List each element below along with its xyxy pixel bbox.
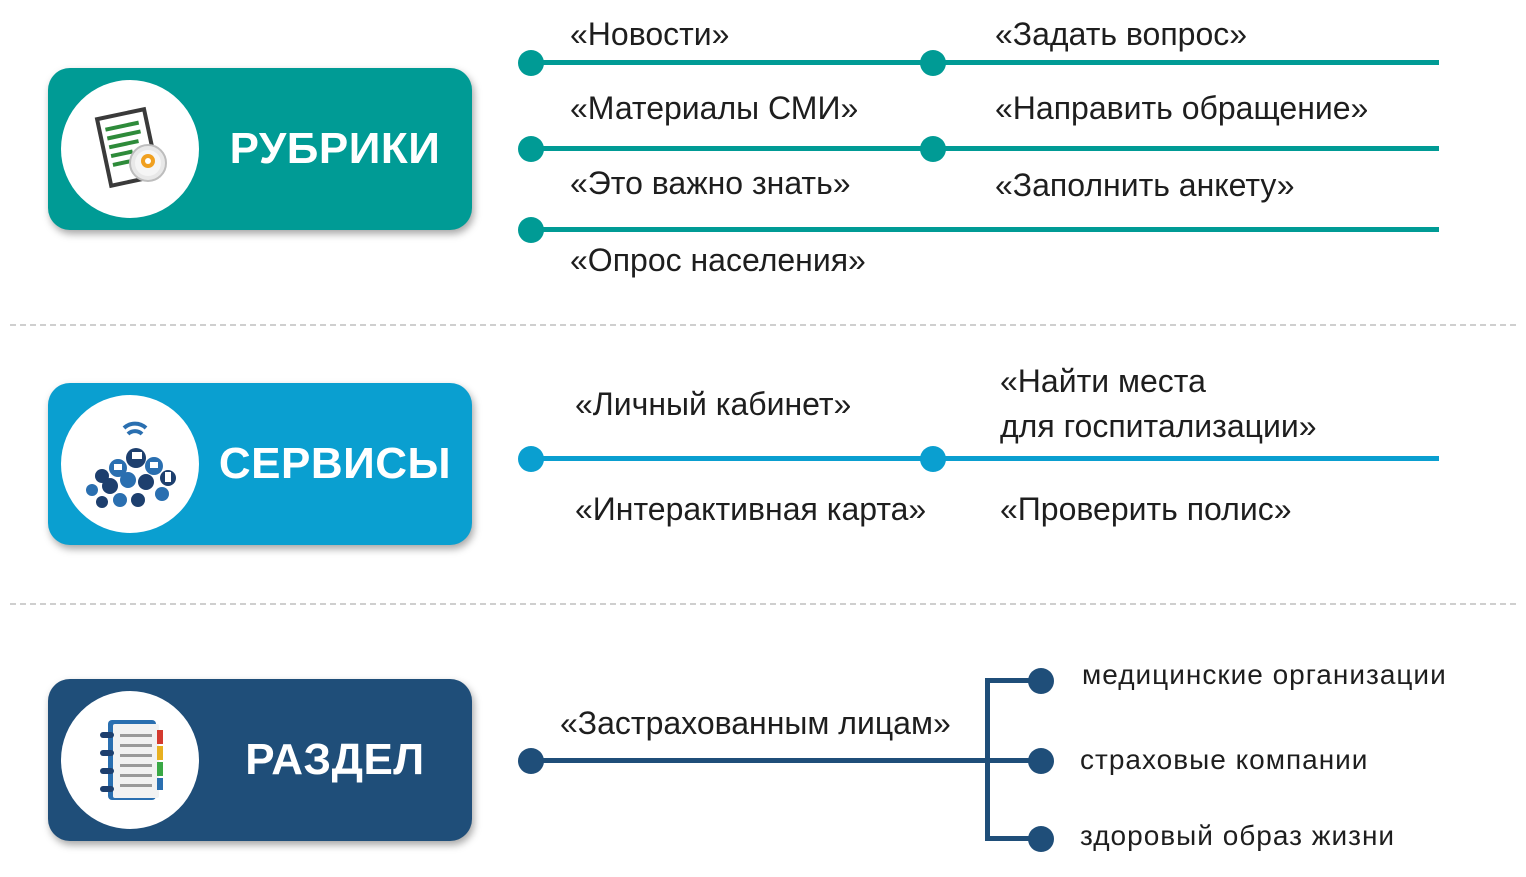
rubriki-item-napravit-obrashchenie[interactable]: «Направить обращение» bbox=[995, 90, 1369, 126]
rubriki-title: РУБРИКИ bbox=[229, 124, 441, 173]
notebook-icon bbox=[100, 720, 163, 800]
razdel-branch-top bbox=[985, 678, 1042, 683]
rubriki-item-zadat-vopros[interactable]: «Задать вопрос» bbox=[995, 16, 1248, 52]
razdel-branch-bottom bbox=[985, 836, 1042, 841]
razdel-subitem-zozh[interactable]: здоровый образ жизни bbox=[1080, 820, 1396, 851]
servisy-dot bbox=[518, 446, 544, 472]
rubriki-item-eto-vazhno-znat[interactable]: «Это важно знать» bbox=[570, 165, 851, 201]
servisy-item-nayti-mesta-line1[interactable]: «Найти места bbox=[1000, 363, 1206, 399]
razdel-subitem-strakh-komp[interactable]: страховые компании bbox=[1080, 744, 1369, 775]
razdel-main-item[interactable]: «Застрахованным лицам» bbox=[560, 705, 951, 741]
razdel-subitem-med-org[interactable]: медицинские организации bbox=[1082, 659, 1447, 690]
rubriki-line-3 bbox=[530, 227, 1439, 232]
cloud-devices-icon bbox=[86, 421, 176, 508]
servisy-item-proverit-polis[interactable]: «Проверить полис» bbox=[1000, 491, 1292, 527]
servisy-dot bbox=[920, 446, 946, 472]
razdel-icon-circle bbox=[61, 691, 199, 829]
rubriki-dot bbox=[518, 217, 544, 243]
servisy-item-lichny-kabinet[interactable]: «Личный кабинет» bbox=[575, 386, 852, 422]
razdel-card[interactable]: РАЗДЕЛ bbox=[48, 679, 472, 841]
servisy-line bbox=[530, 456, 1439, 461]
rubriki-line-1 bbox=[530, 60, 1439, 65]
razdel-dot bbox=[1028, 748, 1054, 774]
servisy-card[interactable]: СЕРВИСЫ bbox=[48, 383, 472, 545]
servisy-item-interaktivnaya-karta[interactable]: «Интерактивная карта» bbox=[575, 491, 927, 527]
rubriki-dot bbox=[920, 50, 946, 76]
razdel-title: РАЗДЕЛ bbox=[245, 735, 425, 784]
rubriki-icon-circle bbox=[61, 80, 199, 218]
rubriki-item-novosti[interactable]: «Новости» bbox=[570, 16, 730, 52]
servisy-item-nayti-mesta-line2[interactable]: для госпитализации» bbox=[1000, 408, 1317, 444]
razdel-dot bbox=[1028, 826, 1054, 852]
rubriki-line-2 bbox=[530, 146, 1439, 151]
razdel-main-line bbox=[530, 758, 1042, 763]
rubriki-dot bbox=[518, 136, 544, 162]
razdel-dot bbox=[518, 748, 544, 774]
razdel-branch-line bbox=[985, 678, 990, 841]
rubriki-dot bbox=[920, 136, 946, 162]
servisy-title: СЕРВИСЫ bbox=[218, 439, 452, 488]
rubriki-item-materialy-smi[interactable]: «Материалы СМИ» bbox=[570, 90, 859, 126]
section-divider bbox=[10, 603, 1516, 605]
document-settings-icon bbox=[94, 106, 167, 189]
section-divider bbox=[10, 324, 1516, 326]
rubriki-dot bbox=[518, 50, 544, 76]
razdel-dot bbox=[1028, 668, 1054, 694]
servisy-icon-circle bbox=[61, 395, 199, 533]
rubriki-card[interactable]: РУБРИКИ bbox=[48, 68, 472, 230]
rubriki-item-zapolnit-anketu[interactable]: «Заполнить анкету» bbox=[995, 167, 1295, 203]
rubriki-item-opros-naseleniya[interactable]: «Опрос населения» bbox=[570, 242, 866, 278]
